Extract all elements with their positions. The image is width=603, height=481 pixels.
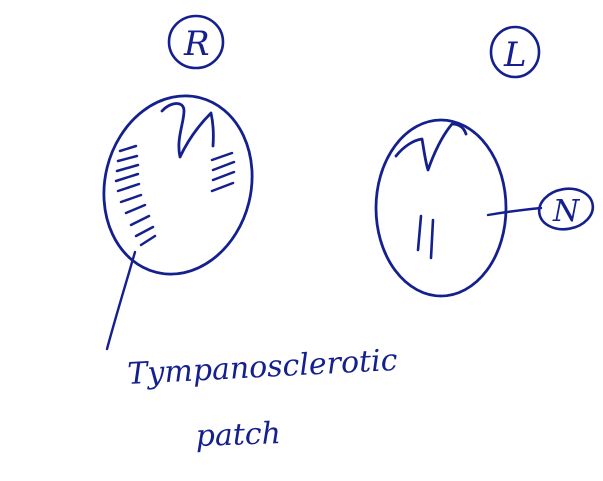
right-membrane-outline [85, 80, 270, 290]
tympanosclerotic-label-line1: Tympanosclerotic [127, 343, 399, 392]
right-malleus-mark [162, 103, 213, 157]
right-hatch-marks [116, 146, 234, 245]
left-ear-side-marker: L [491, 27, 539, 77]
left-side-label: L [503, 35, 527, 75]
left-membrane-outline [376, 120, 506, 296]
left-pointer-line [488, 208, 541, 215]
right-pointer-line [107, 252, 135, 349]
right-ear-annotation: Tympanosclerotic patch [127, 343, 399, 454]
normal-marker-label: N [552, 194, 581, 229]
right-tympanic-membrane [85, 80, 270, 349]
tympanosclerotic-label-line2: patch [195, 416, 281, 454]
left-ear-annotation: N [536, 185, 596, 234]
left-tympanic-membrane [376, 120, 541, 296]
right-ear-side-marker: R [169, 16, 223, 68]
left-light-reflex [418, 216, 433, 258]
right-side-label: R [183, 24, 210, 64]
left-malleus-mark [396, 124, 466, 170]
